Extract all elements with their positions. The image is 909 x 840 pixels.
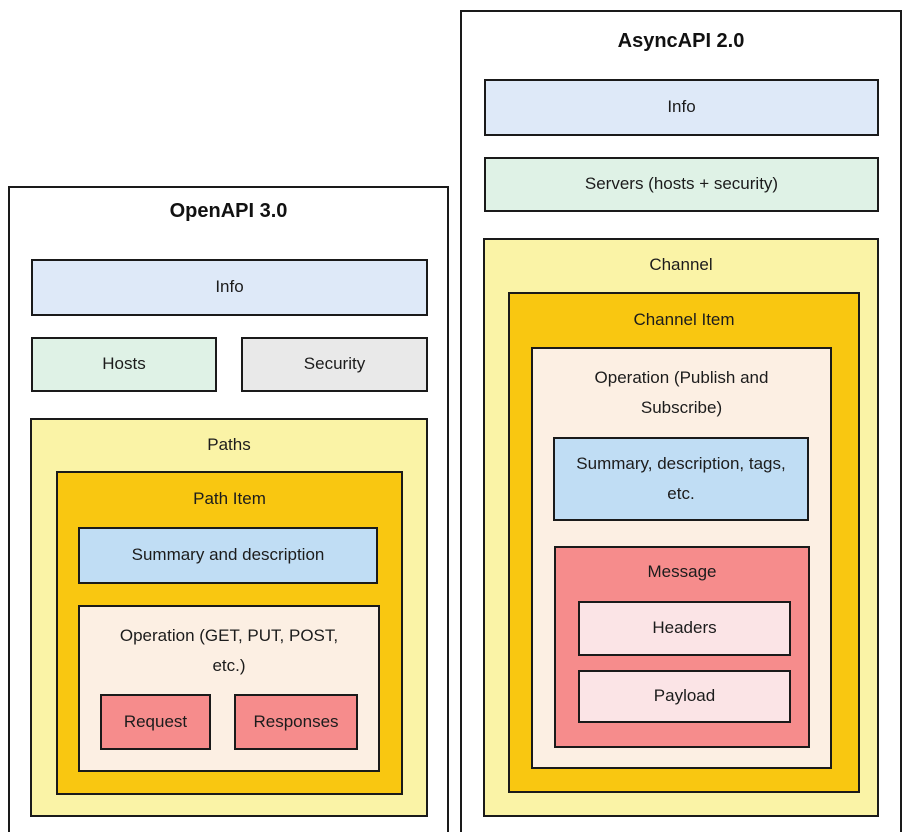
asyncapi-servers-box: Servers (hosts + security) — [484, 157, 879, 212]
openapi-request-box: Request — [100, 694, 211, 750]
asyncapi-operation-box: Operation (Publish and Subscribe) Summar… — [531, 347, 832, 769]
openapi-responses-box: Responses — [234, 694, 358, 750]
asyncapi-summary-box: Summary, description, tags, etc. — [553, 437, 809, 521]
openapi-operation-label: Operation (GET, PUT, POST, etc.) — [119, 626, 339, 675]
asyncapi-panel: AsyncAPI 2.0 Info Servers (hosts + secur… — [460, 10, 902, 832]
asyncapi-channel-box: Channel Channel Item Operation (Publish … — [483, 238, 879, 817]
asyncapi-headers-box: Headers — [578, 601, 791, 656]
asyncapi-channel-label: Channel — [649, 255, 713, 274]
asyncapi-payload-box: Payload — [578, 670, 791, 723]
openapi-path-item-label: Path Item — [193, 489, 266, 508]
openapi-panel: OpenAPI 3.0 Info Hosts Security Paths Pa… — [8, 186, 449, 832]
openapi-summary-box: Summary and description — [78, 527, 378, 584]
asyncapi-title: AsyncAPI 2.0 — [617, 30, 745, 52]
openapi-title: OpenAPI 3.0 — [169, 200, 288, 222]
openapi-info-box: Info — [31, 259, 428, 316]
openapi-operation-box: Operation (GET, PUT, POST, etc.) Request… — [78, 605, 380, 772]
openapi-hosts-box: Hosts — [31, 337, 217, 392]
openapi-paths-label: Paths — [207, 435, 251, 454]
openapi-path-item-box: Path Item Summary and description Operat… — [56, 471, 403, 795]
asyncapi-info-box: Info — [484, 79, 879, 136]
asyncapi-channel-item-box: Channel Item Operation (Publish and Subs… — [508, 292, 860, 793]
asyncapi-operation-label: Operation (Publish and Subscribe) — [594, 368, 769, 417]
asyncapi-message-label: Message — [647, 562, 717, 581]
openapi-security-box: Security — [241, 337, 428, 392]
asyncapi-channel-item-label: Channel Item — [633, 310, 735, 329]
openapi-paths-box: Paths Path Item Summary and description … — [30, 418, 428, 817]
asyncapi-message-box: Message Headers Payload — [554, 546, 810, 748]
